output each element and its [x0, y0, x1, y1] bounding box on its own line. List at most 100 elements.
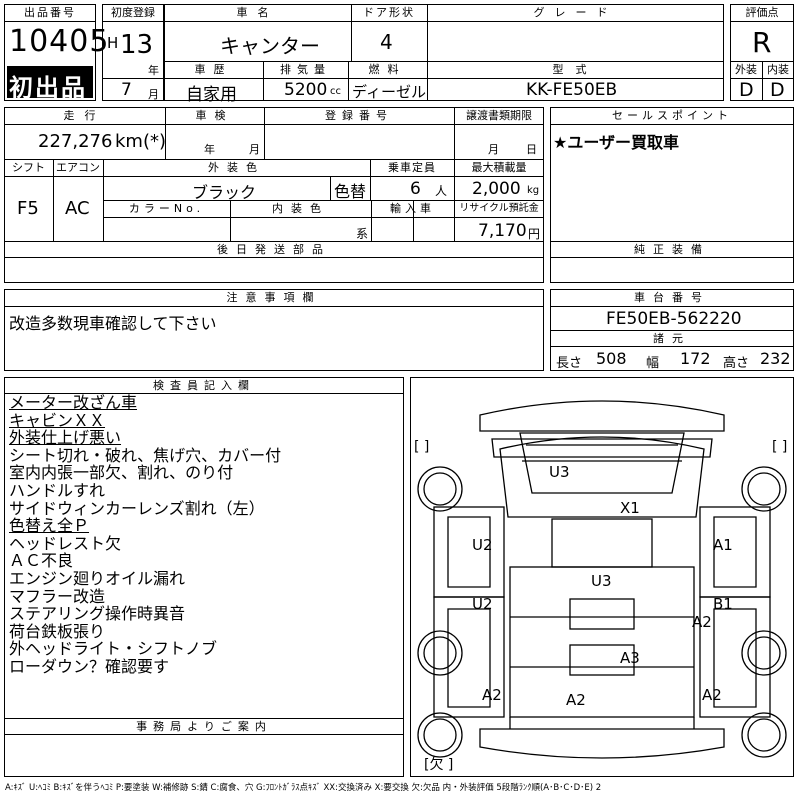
right-bed-outline [699, 596, 771, 718]
truck-diagram [417, 400, 787, 759]
inspector-note: ヘッドレスト欠 [9, 533, 122, 553]
interior-color-suffix: 系 [356, 227, 369, 241]
month-unit: 月 [148, 88, 159, 101]
exterior-color-label: 外装色 [208, 161, 265, 174]
transfer-month-unit: 月 [488, 143, 499, 156]
first-registration-box [102, 4, 164, 101]
bracket-missing: [欠 ] [424, 757, 454, 773]
interior-score: D [770, 79, 785, 101]
model-code-label: 型式 [552, 63, 599, 76]
inspector-note: メーター改ざん車 [9, 393, 138, 412]
inspector-note: マフラー改造 [9, 586, 106, 606]
exterior-score-label: 外装 [735, 63, 757, 76]
inspection-month-unit: 月 [249, 143, 260, 156]
displacement-unit: cc [330, 86, 341, 97]
sales-points-box [550, 107, 794, 283]
inspector-note: 色替え全Ｐ [9, 516, 90, 536]
damage-diagram-box [410, 377, 794, 777]
repaint-flag: 色替 [334, 182, 367, 201]
length-value: 508 [596, 349, 627, 368]
cab-roof-outline [499, 436, 705, 518]
ac-value: AC [65, 198, 90, 219]
transfer-deadline-label: 譲渡書類期限 [466, 109, 532, 122]
lot-number: 10405 [9, 24, 110, 59]
front-grille-outline [491, 438, 713, 458]
vehicle-header-box [164, 4, 724, 101]
first-registration-year: 13 [120, 30, 154, 60]
inspector-note: 荷台鉄板張り [9, 621, 106, 641]
interior-score-label: 内装 [767, 63, 789, 76]
left-front-wheel [417, 466, 463, 512]
fuel-value: ディーゼル [352, 83, 426, 101]
inspector-note: 外ヘッドライト・シフトノブ [9, 639, 218, 659]
caution-box [4, 289, 544, 371]
damage-mark-right-rear: B1 [713, 595, 733, 613]
inspector-note: シート切れ・破れ、焦げ穴、カバー付 [9, 445, 282, 465]
damage-mark-rear-center: A2 [566, 691, 586, 709]
specs-label: 諸元 [653, 332, 691, 345]
mileage-label: 走行 [63, 109, 106, 122]
inspector-note: ローダウン？確認要す [9, 656, 170, 676]
year-unit: 年 [148, 64, 159, 77]
ac-label: エアコン [56, 161, 100, 174]
displacement-value: 5200 [284, 80, 328, 100]
right-cab-outline [699, 506, 771, 598]
shift-value: F5 [17, 198, 39, 219]
history-value: 自家用 [186, 85, 237, 105]
damage-mark-roof-center: U3 [591, 572, 612, 590]
door-type-label: ドア形状 [363, 6, 415, 19]
genuine-equipment-label: 純正装備 [634, 243, 710, 256]
left-bed-outline [433, 596, 505, 718]
office-notice-label: 事務局よりご案内 [136, 720, 272, 733]
shift-label: シフト [12, 161, 45, 174]
inspector-note: ハンドルすれ [9, 480, 106, 500]
era-symbol: H [107, 34, 119, 52]
history-label: 車歴 [194, 63, 233, 76]
legend-text: A:ｷｽﾞ U:ﾍｺﾐ B:ｷｽﾞを伴うﾍｺﾐ P:要塗装 W:補修跡 S:錆 … [5, 783, 602, 793]
inspector-note: キャビンＸＸ [9, 410, 106, 430]
inspector-note: ステアリング操作時異音 [9, 604, 186, 624]
first-listing-badge [7, 66, 93, 98]
lot-number-label: 出品番号 [24, 6, 76, 19]
damage-mark-cab-top: U3 [549, 463, 570, 481]
max-load-unit: kg [527, 185, 540, 196]
exterior-score: D [739, 79, 754, 101]
bracket-top-left: [ ] [414, 439, 430, 455]
capacity-unit: 人 [435, 184, 448, 198]
max-load-label: 最大積載量 [471, 161, 527, 174]
inspection-label: 車検 [195, 109, 234, 122]
front-bumper-outline [479, 400, 725, 432]
transfer-day-unit: 日 [526, 143, 537, 156]
inspector-note: ＡＣ不良 [9, 551, 74, 571]
damage-mark-bed-center: A3 [620, 649, 640, 667]
recycle-fee-unit: 円 [528, 227, 541, 241]
right-rear-outer-wheel [741, 712, 787, 758]
interior-color-label: 内装色 [272, 202, 329, 215]
right-rear-wheel [741, 630, 787, 676]
inspector-note: サイドウィンカーレンズ割れ（左） [9, 498, 265, 518]
inspector-box [4, 377, 404, 777]
capacity-value: 6 [410, 179, 421, 199]
sales-points: ★ユーザー買取車 [553, 133, 680, 152]
inspector-note: 室内内張一部欠、割れ、のり付 [9, 463, 234, 483]
damage-mark-right-bed: A2 [692, 613, 712, 631]
recycle-fee: 7,170 [478, 221, 527, 241]
damage-mark-left-front-door: U2 [472, 536, 493, 554]
rear-bumper-outline [479, 728, 725, 759]
chassis-number: FE50EB-562220 [606, 309, 742, 329]
score-label: 評価点 [745, 6, 779, 19]
fuel-label: 燃料 [368, 63, 407, 76]
door-count: 4 [380, 30, 393, 54]
grade-label: グレード [533, 6, 618, 19]
later-parts-label: 後日発送部品 [217, 243, 331, 256]
inspector-note: 外装仕上げ悪い [9, 428, 122, 448]
recycle-fee-label: リサイクル預託金 [459, 203, 539, 214]
inspection-year-unit: 年 [204, 143, 215, 156]
inspector-note: エンジン廻りオイル漏れ [9, 568, 186, 588]
bracket-top-right: [ ] [772, 439, 788, 455]
details-box [4, 107, 544, 283]
capacity-label: 乗車定員 [388, 161, 436, 174]
caution-text: 改造多数現車確認して下さい [9, 314, 217, 333]
max-load-value: 2,000 [472, 179, 521, 199]
